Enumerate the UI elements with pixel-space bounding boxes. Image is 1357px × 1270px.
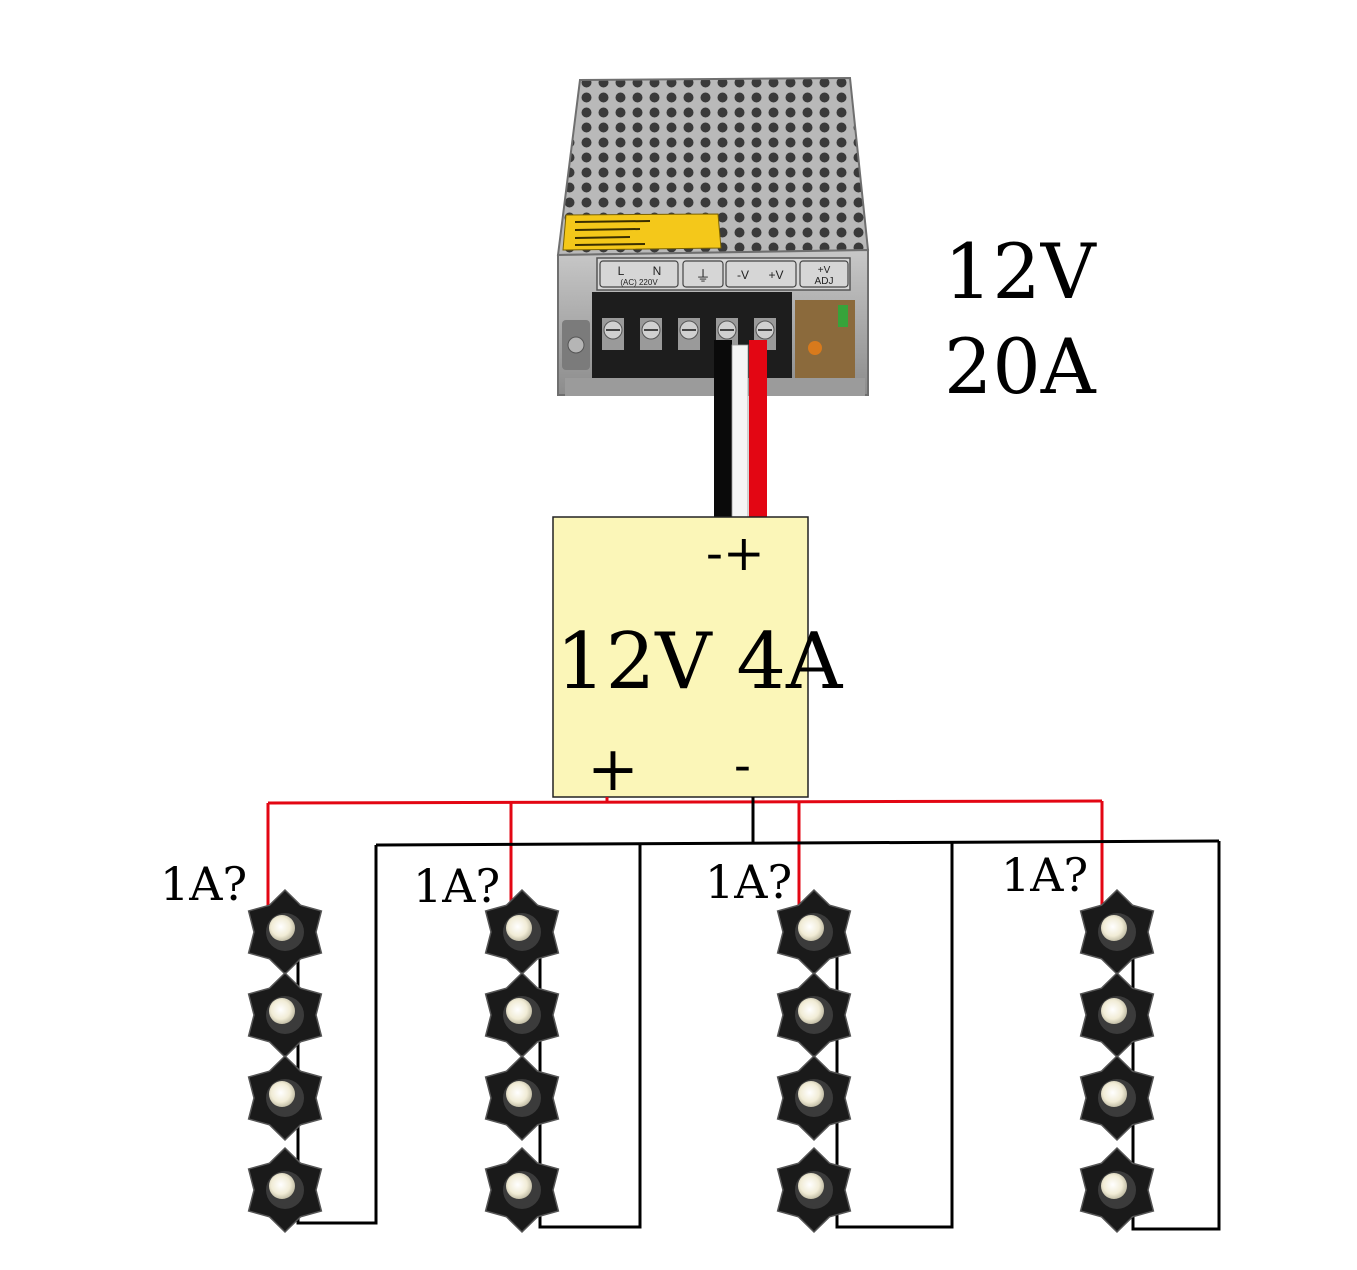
led-lens xyxy=(506,915,532,941)
led-star-board xyxy=(1079,1054,1155,1142)
terminal-label-n: N xyxy=(653,264,662,278)
led-star-board xyxy=(247,1146,323,1234)
string-current-label: 1A? xyxy=(160,857,247,911)
terminal-label-adj-top: +V xyxy=(818,265,831,276)
led-lens xyxy=(1101,1173,1127,1199)
led-lens xyxy=(269,998,295,1024)
led-star-board xyxy=(1079,971,1155,1059)
led-star-board xyxy=(484,888,560,976)
led-star-board xyxy=(776,1054,852,1142)
led-star-board xyxy=(484,1054,560,1142)
led-star-board xyxy=(776,971,852,1059)
led-star-board xyxy=(776,888,852,976)
driver-output-plus: + xyxy=(587,732,639,805)
led-string-3: 1A? xyxy=(705,855,852,1234)
led-lens xyxy=(1101,998,1127,1024)
psu-warning-sticker xyxy=(562,213,722,251)
driver-output-minus: - xyxy=(734,736,751,794)
string-current-label: 1A? xyxy=(1001,848,1088,902)
terminal-label-plus-v: +V xyxy=(768,268,783,282)
positive-bus-wiring xyxy=(266,797,1104,910)
terminal-label-ground: ⏚ xyxy=(695,267,710,285)
terminal-label-adj-bottom: ADJ xyxy=(815,276,834,287)
led-star-board xyxy=(484,1146,560,1234)
led-star-board xyxy=(247,1054,323,1142)
led-star-board xyxy=(484,971,560,1059)
led-star-board xyxy=(1079,888,1155,976)
led-lens xyxy=(1101,1081,1127,1107)
led-lens xyxy=(798,1173,824,1199)
led-lens xyxy=(506,998,532,1024)
string-current-label: 1A? xyxy=(705,855,792,909)
psu-terminal-label-boxes xyxy=(599,260,849,288)
led-driver-box xyxy=(552,516,809,798)
led-lens xyxy=(798,998,824,1024)
led-string-2: 1A? xyxy=(413,859,560,1234)
led-lens xyxy=(506,1173,532,1199)
led-lens xyxy=(506,1081,532,1107)
led-star-board xyxy=(1079,1146,1155,1234)
led-star-board xyxy=(247,888,323,976)
psu-rating-voltage: 12V xyxy=(944,227,1097,316)
terminal-label-l: L xyxy=(618,264,625,278)
led-strings: 1A? 1A? 1A? 1A? xyxy=(160,848,1155,1234)
led-lens xyxy=(269,915,295,941)
psu-rating-current: 20A xyxy=(944,322,1097,411)
power-supply: L N (AC) 220V ⏚ -V +V +V ADJ xyxy=(556,76,870,396)
terminal-label-minus-v: -V xyxy=(737,268,749,282)
psu-warning-lines xyxy=(574,220,651,246)
psu-output-cable xyxy=(714,340,767,521)
led-lens xyxy=(269,1173,295,1199)
string-current-label: 1A? xyxy=(413,859,500,913)
led-star-board xyxy=(776,1146,852,1234)
led-star-board xyxy=(247,971,323,1059)
led-lens xyxy=(798,1081,824,1107)
psu-terminal-screws xyxy=(602,318,776,350)
terminal-label-ac: (AC) 220V xyxy=(620,278,658,287)
led-lens xyxy=(269,1081,295,1107)
driver-rating: 12V 4A xyxy=(556,617,844,707)
driver-input-polarity: -+ xyxy=(706,524,765,582)
led-lens xyxy=(1101,915,1127,941)
led-lens xyxy=(798,915,824,941)
led-string-4: 1A? xyxy=(1001,848,1155,1234)
led-string-1: 1A? xyxy=(160,857,323,1234)
